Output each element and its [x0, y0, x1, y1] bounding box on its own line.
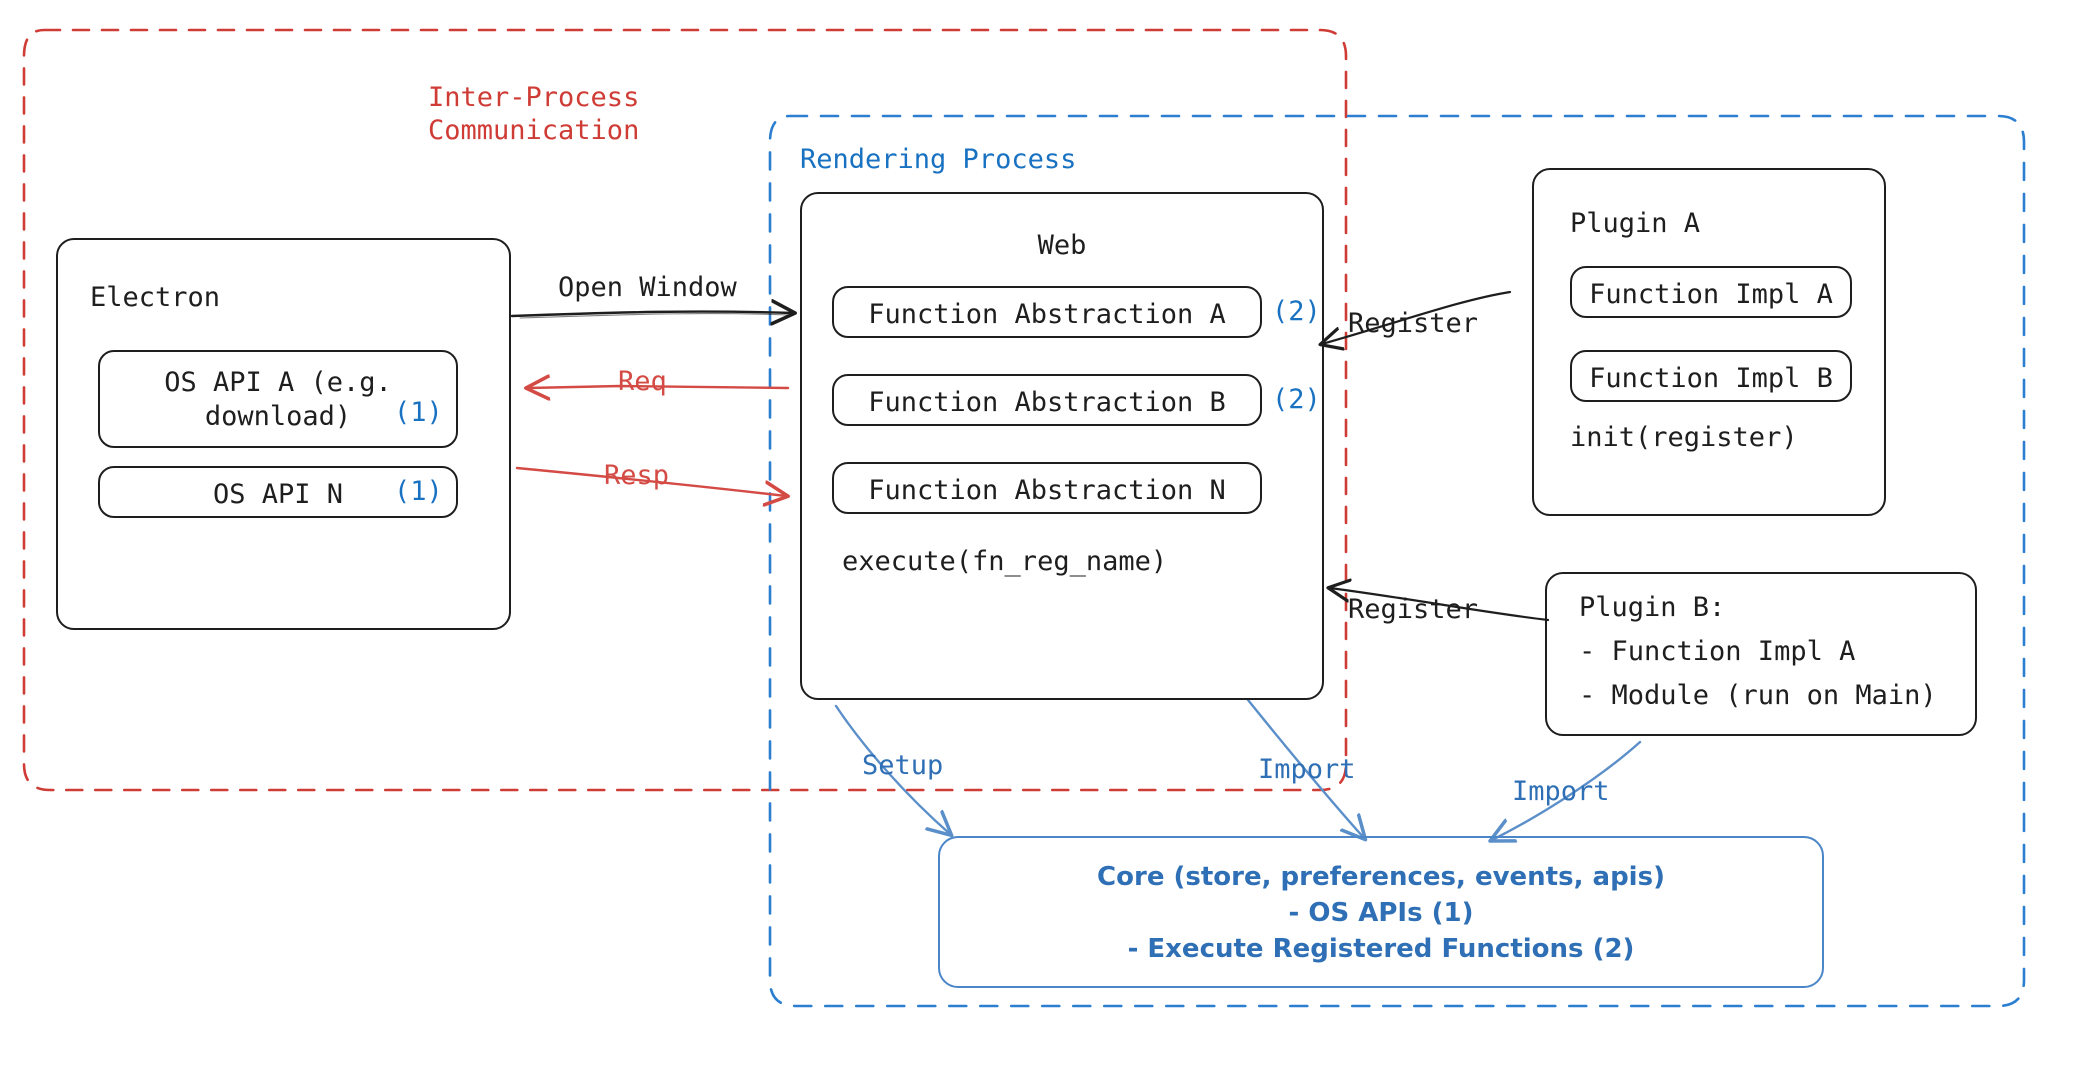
edge-label-register-b: Register	[1348, 594, 1479, 625]
ipc-group-label: Inter-Process Communication	[428, 82, 640, 146]
web-box[interactable]: Web Function Abstraction A (2) Function …	[800, 192, 1324, 700]
web-item-function-abstraction-b[interactable]: Function Abstraction B	[832, 374, 1262, 426]
plugin-b-line-function-impl-a: - Function Impl A	[1579, 636, 1856, 667]
edge-label-setup: Setup	[862, 750, 944, 781]
web-item-function-abstraction-a-marker: (2)	[1272, 296, 1321, 327]
edge-label-req: Req	[618, 366, 667, 397]
plugin-b-title: Plugin B:	[1579, 592, 1726, 623]
plugin-b-line-module: - Module (run on Main)	[1579, 680, 1937, 711]
edge-label-resp: Resp	[604, 460, 670, 491]
edge-label-import-plugin-b: Import	[1512, 776, 1610, 807]
core-box[interactable]: Core (store, preferences, events, apis) …	[938, 836, 1824, 988]
electron-item-os-api-a-label: OS API A (e.g. download)	[164, 367, 392, 433]
core-line-execute-registered: - Execute Registered Functions (2)	[1127, 934, 1635, 964]
plugin-a-item-function-impl-b-label: Function Impl B	[1589, 363, 1833, 394]
electron-item-os-api-n-marker: (1)	[394, 476, 443, 507]
web-item-function-abstraction-n[interactable]: Function Abstraction N	[832, 462, 1262, 514]
plugin-a-item-function-impl-a-label: Function Impl A	[1589, 279, 1833, 310]
plugin-a-item-function-impl-b[interactable]: Function Impl B	[1570, 350, 1852, 402]
edge-label-register-a: Register	[1348, 308, 1479, 339]
web-item-function-abstraction-b-marker: (2)	[1272, 384, 1321, 415]
edge-open-window	[510, 312, 793, 316]
core-line-os-apis: - OS APIs (1)	[1288, 898, 1474, 928]
core-line-main: Core (store, preferences, events, apis)	[1097, 862, 1665, 892]
electron-box[interactable]: Electron OS API A (e.g. download) (1) OS…	[56, 238, 511, 630]
web-item-function-abstraction-a-label: Function Abstraction A	[868, 299, 1226, 330]
electron-title: Electron	[90, 282, 221, 313]
rendering-group-label: Rendering Process	[800, 144, 1077, 175]
web-item-function-abstraction-b-label: Function Abstraction B	[868, 387, 1226, 418]
edge-label-import-web: Import	[1258, 754, 1356, 785]
web-footer-execute: execute(fn_reg_name)	[842, 546, 1168, 577]
plugin-a-box[interactable]: Plugin A Function Impl A Function Impl B…	[1532, 168, 1886, 516]
web-item-function-abstraction-a[interactable]: Function Abstraction A	[832, 286, 1262, 338]
electron-item-os-api-a-marker: (1)	[394, 397, 443, 428]
plugin-b-box[interactable]: Plugin B: - Function Impl A - Module (ru…	[1545, 572, 1977, 736]
web-item-function-abstraction-n-label: Function Abstraction N	[868, 475, 1226, 506]
web-title: Web	[1037, 230, 1087, 261]
electron-item-os-api-n-label: OS API N	[212, 479, 344, 510]
plugin-a-title: Plugin A	[1570, 208, 1701, 239]
electron-item-os-api-a[interactable]: OS API A (e.g. download)	[98, 350, 458, 448]
plugin-a-item-function-impl-a[interactable]: Function Impl A	[1570, 266, 1852, 318]
plugin-a-footer-init: init(register)	[1570, 422, 1798, 453]
electron-item-os-api-n[interactable]: OS API N	[98, 466, 458, 518]
edge-label-open-window: Open Window	[558, 272, 737, 303]
